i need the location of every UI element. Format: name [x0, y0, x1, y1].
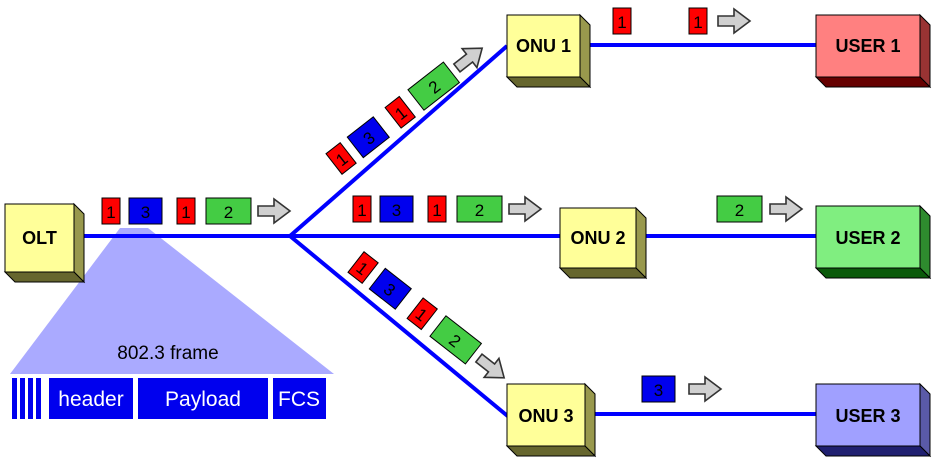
direction-arrow-icon — [448, 37, 491, 79]
direction-arrow-icon — [508, 196, 542, 222]
frame-payload-label: Payload — [165, 388, 241, 411]
onu3-label: ONU 3 — [518, 406, 573, 426]
packet-2 — [716, 195, 763, 223]
user3-box: USER 3 — [814, 382, 932, 458]
frame-payload-field — [138, 378, 268, 419]
frame-preamble-bar — [36, 378, 41, 419]
user3-label: USER 3 — [835, 406, 900, 426]
packet-1 — [427, 195, 447, 223]
packet-3 — [346, 116, 390, 159]
fiber-lines — [74, 43, 816, 420]
packet-label: 1 — [357, 201, 366, 220]
packet-3 — [368, 267, 412, 310]
frame-fields: header Payload FCS — [12, 378, 326, 419]
frame-title: 802.3 frame — [117, 343, 218, 364]
frame-header-field — [49, 378, 133, 419]
packet-label: 3 — [141, 203, 150, 222]
packet-label: 1 — [106, 203, 115, 222]
user1-box: USER 1 — [814, 13, 932, 89]
packet-3 — [379, 195, 414, 223]
onu2-label: ONU 2 — [570, 228, 625, 248]
onu3-box: ONU 3 — [505, 382, 597, 458]
direction-arrow-icon — [688, 376, 722, 402]
frame-preamble-bar — [28, 378, 33, 419]
packet-label: 3 — [392, 201, 401, 220]
packet-label: 1 — [693, 13, 702, 32]
packet-2 — [456, 195, 503, 223]
frame-triangle — [10, 228, 334, 374]
packet-2 — [407, 61, 461, 111]
packet-label: 1 — [181, 203, 190, 222]
direction-arrow-icon — [769, 196, 803, 222]
packet-label: 2 — [475, 201, 484, 220]
packet-1 — [325, 141, 357, 175]
user1-label: USER 1 — [835, 36, 900, 56]
onu1-box: ONU 1 — [505, 13, 592, 89]
packet-1 — [406, 297, 438, 331]
onu1-label: ONU 1 — [516, 36, 571, 56]
packet-2 — [429, 315, 483, 365]
packet-label: 1 — [432, 201, 441, 220]
fiber-branch-onu3 — [288, 234, 512, 420]
branch3-packet-stream: 1 3 1 2 — [347, 251, 513, 389]
frame-header-label: header — [58, 388, 123, 411]
onu3-output-stream: 3 — [641, 375, 722, 403]
packet-2 — [205, 197, 252, 225]
direction-arrow-icon — [257, 198, 291, 224]
onu2-box: ONU 2 — [558, 206, 648, 280]
frame-preamble-bar — [12, 378, 17, 419]
user2-label: USER 2 — [835, 228, 900, 248]
packet-3 — [128, 197, 163, 225]
branch1-packet-stream: 1 3 1 2 — [325, 37, 491, 175]
onu2-output-stream: 2 — [716, 195, 803, 223]
packet-1 — [384, 95, 416, 129]
packet-label: 3 — [654, 381, 663, 400]
olt-label: OLT — [22, 228, 57, 248]
olt-box: OLT — [3, 202, 86, 284]
frame-preamble-bar — [20, 378, 25, 419]
direction-arrow-icon — [470, 347, 513, 389]
packet-1 — [352, 195, 372, 223]
branch2-packet-stream: 1 3 1 2 — [352, 195, 542, 223]
packet-label: 2 — [735, 201, 744, 220]
packet-label: 1 — [617, 13, 626, 32]
packet-1 — [176, 197, 196, 225]
packet-1 — [101, 197, 121, 225]
packet-1 — [688, 7, 708, 35]
packet-1 — [612, 7, 632, 35]
frame-fcs-label: FCS — [278, 388, 320, 411]
onu1-output-stream: 1 1 — [612, 7, 751, 35]
packet-3 — [641, 375, 676, 403]
packet-label: 2 — [224, 203, 233, 222]
frame-fcs-field — [273, 378, 326, 419]
user2-box: USER 2 — [814, 204, 932, 280]
packet-1 — [347, 251, 379, 285]
direction-arrow-icon — [717, 8, 751, 34]
olt-packet-stream: 1 3 1 2 — [101, 197, 291, 225]
fiber-branch-onu1 — [288, 44, 509, 238]
